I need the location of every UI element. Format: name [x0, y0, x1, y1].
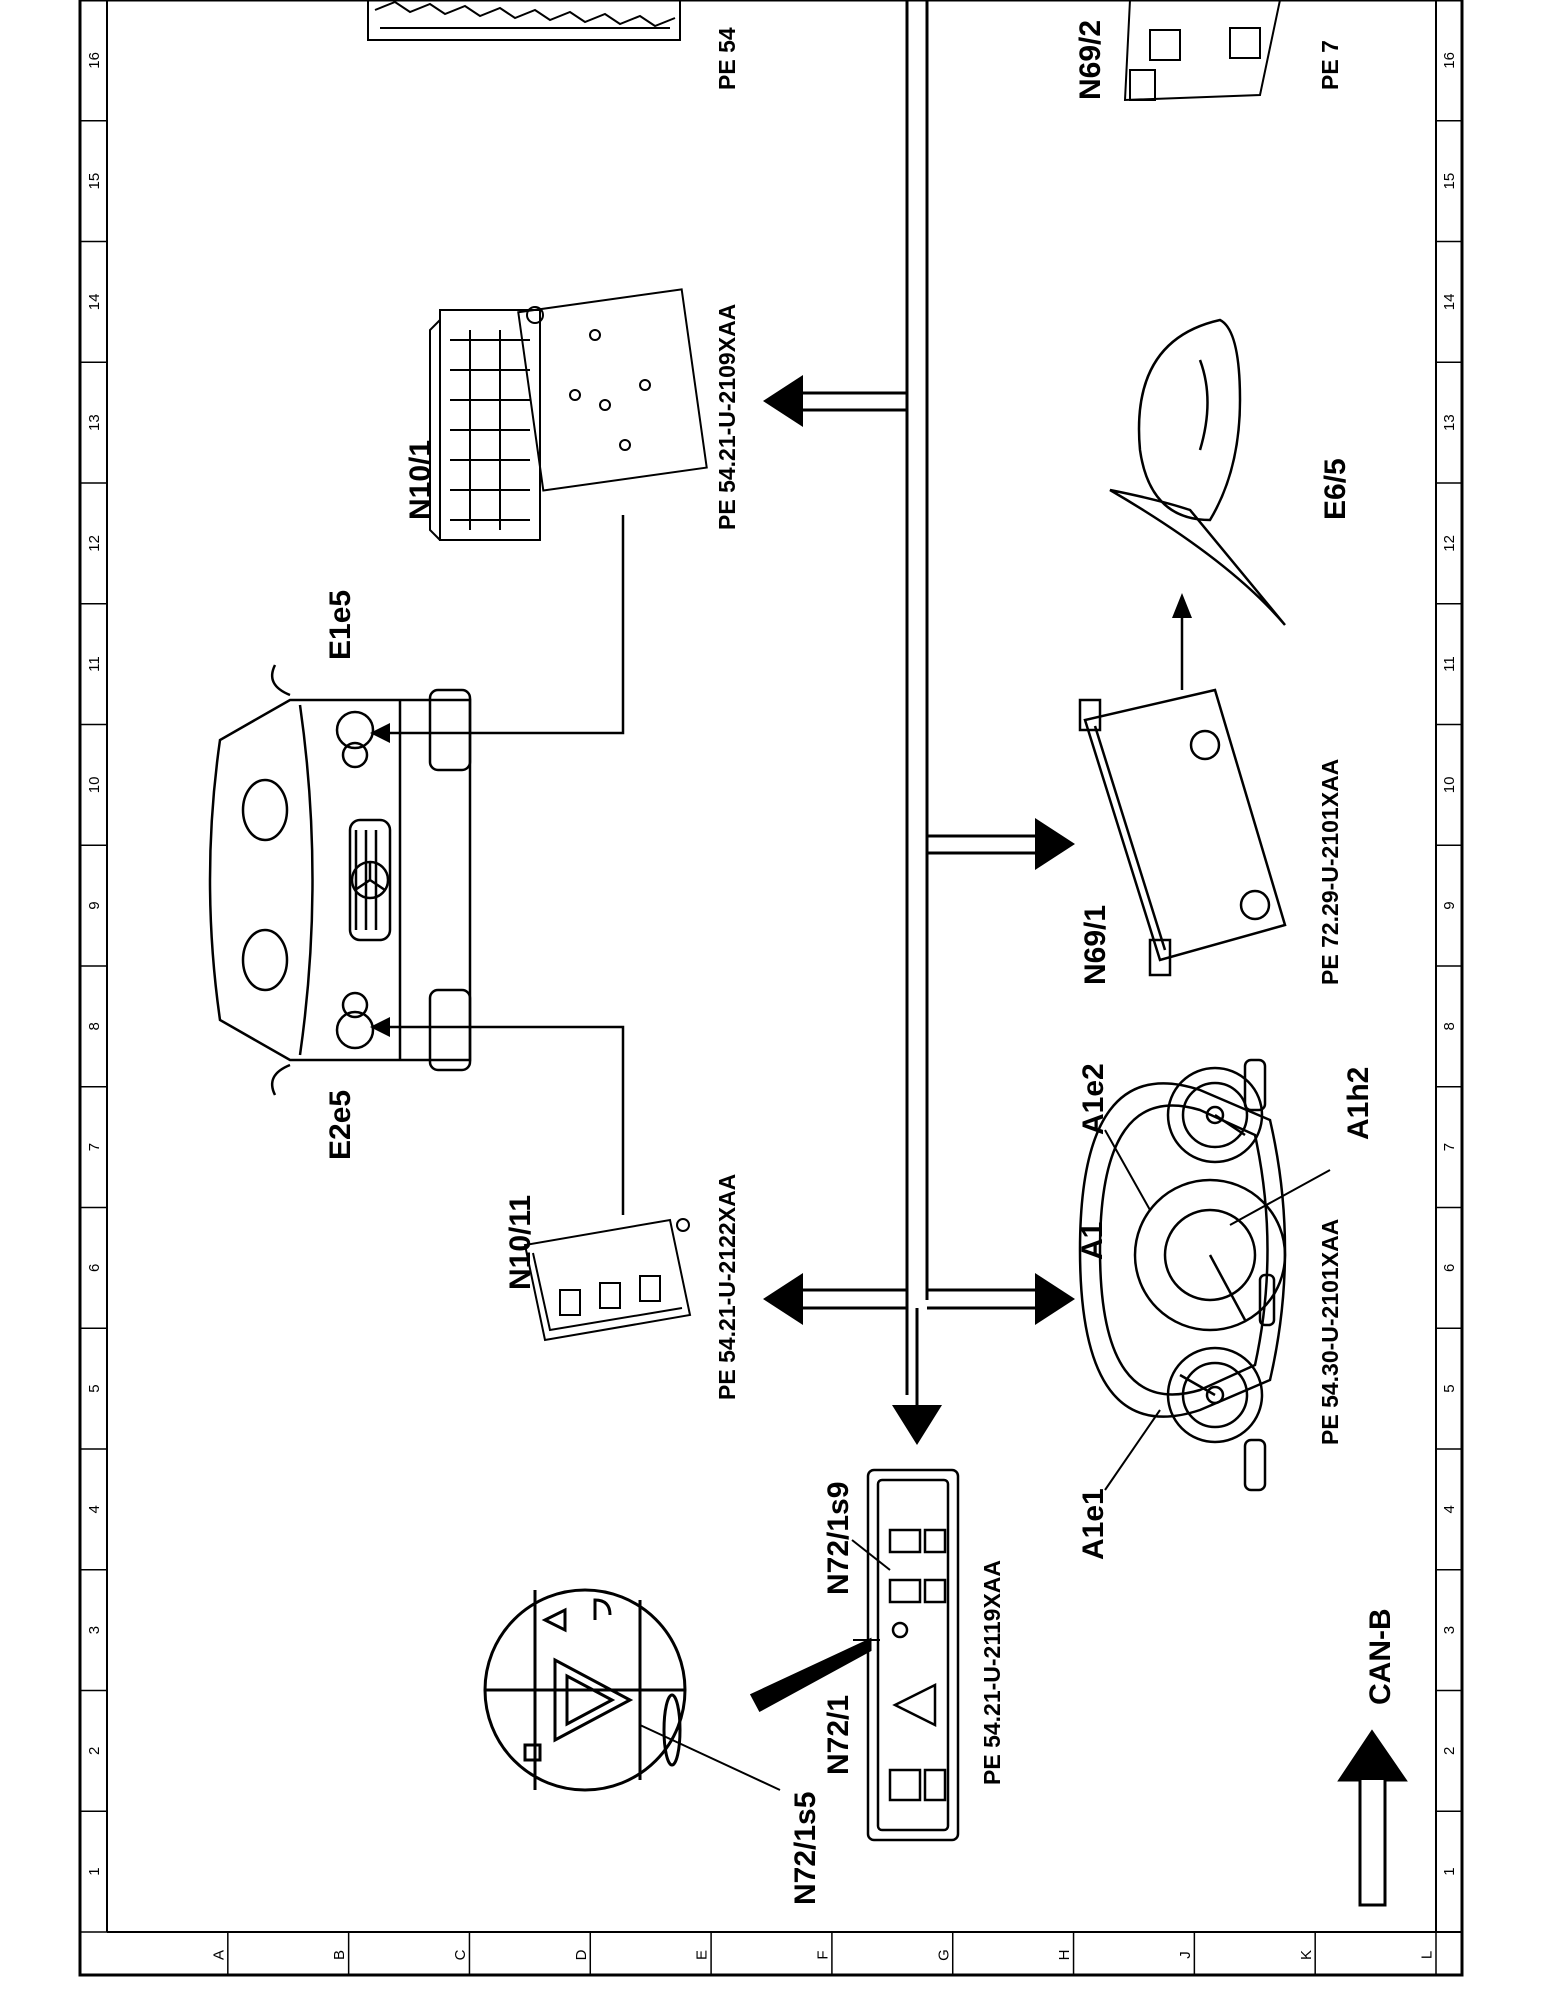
- ref-n10-1: PE 54.21-U-2109XAA: [714, 304, 740, 530]
- grid-row-label: L: [1419, 1951, 1436, 1959]
- n72-1s5-zoom-detail: [483, 1588, 872, 1792]
- grid-column-label: 7: [86, 1143, 103, 1151]
- label-n10-11: N10/11: [504, 1195, 537, 1290]
- ref-n10-11: PE 54.21-U-2122XAA: [714, 1174, 740, 1400]
- a1-instrument-cluster-illustration: [1078, 1058, 1287, 1492]
- ref-top-unit: PE 54: [714, 27, 740, 90]
- grid-column-label: 11: [1441, 656, 1458, 672]
- grid-column-label: 3: [86, 1626, 103, 1634]
- vehicle-front-illustration: [208, 664, 472, 1096]
- label-n69-1: N69/1: [1079, 905, 1112, 985]
- e6-5-illustration: [1109, 318, 1286, 626]
- grid-column-label: 8: [1441, 1022, 1458, 1030]
- grid-column-label: 12: [86, 535, 103, 552]
- grid-row-label: E: [694, 1950, 711, 1960]
- ref-n69-2: PE 7: [1317, 40, 1343, 90]
- label-n72-1s5: N72/1s5: [789, 1792, 822, 1905]
- arrow-to-n10-1: [763, 375, 803, 427]
- grid-column-label: 10: [86, 777, 103, 794]
- grid-row-label: B: [331, 1950, 348, 1960]
- grid-column-label: 8: [86, 1022, 103, 1030]
- grid-column-label: 4: [86, 1505, 103, 1513]
- grid-column-label: 1: [86, 1867, 103, 1875]
- grid-column-label: 5: [86, 1384, 103, 1392]
- label-a1e2: A1e2: [1077, 1063, 1110, 1135]
- ref-a1: PE 54.30-U-2101XAA: [1317, 1219, 1343, 1445]
- grid-column-label: 4: [1441, 1505, 1458, 1513]
- arrow-to-a1: [1035, 1273, 1075, 1325]
- component-labels: N10/1 PE 54.21-U-2109XAA E1e5 E2e5 N10/1…: [324, 20, 1375, 1905]
- label-a1h2: A1h2: [1342, 1067, 1375, 1140]
- grid-row-label: A: [210, 1950, 227, 1960]
- label-e2e5: E2e5: [324, 1090, 357, 1160]
- grid-column-label: 3: [1441, 1626, 1458, 1634]
- grid-column-label: 11: [86, 656, 103, 672]
- grid-column-label: 10: [1441, 777, 1458, 794]
- label-n10-1: N10/1: [404, 440, 437, 520]
- grid-row-label: J: [1177, 1951, 1194, 1959]
- grid-column-label: 12: [1441, 535, 1458, 552]
- grid-column-label: 1: [1441, 1867, 1458, 1875]
- grid-column-label: 14: [1441, 294, 1458, 311]
- ref-n72-1: PE 54.21-U-2119XAA: [979, 1560, 1005, 1785]
- legend-can-b: CAN-B: [1337, 1608, 1408, 1907]
- label-e1e5: E1e5: [324, 590, 357, 660]
- signal-lines: [382, 515, 1184, 1215]
- arrow-to-n72-1: [892, 1405, 942, 1445]
- arrow-to-n69-1: [1035, 818, 1075, 870]
- grid-row-label: K: [1298, 1950, 1315, 1960]
- arrow-to-e2e5: [370, 1017, 390, 1037]
- grid-column-label: 7: [1441, 1143, 1458, 1151]
- grid-column-label: 9: [86, 901, 103, 909]
- label-a1e1: A1e1: [1077, 1488, 1110, 1560]
- grid-column-label: 16: [86, 52, 103, 69]
- n10-1-illustration: [429, 288, 708, 541]
- top-unit-illustration: [367, 0, 681, 41]
- grid-row-label: D: [573, 1949, 590, 1960]
- ref-n69-1: PE 72.29-U-2101XAA: [1317, 759, 1343, 985]
- n69-2-illustration: [1123, 0, 1281, 102]
- grid-column-label: 13: [86, 414, 103, 431]
- grid-column-label: 15: [86, 173, 103, 190]
- label-n72-1s9: N72/1s9: [822, 1482, 855, 1595]
- grid-column-label: 15: [1441, 173, 1458, 190]
- grid-column-label: 2: [1441, 1747, 1458, 1755]
- arrow-to-e6-5: [1172, 593, 1192, 618]
- n10-11-illustration: [523, 1218, 692, 1342]
- grid-column-label: 16: [1441, 52, 1458, 69]
- label-n72-1: N72/1: [822, 1695, 855, 1775]
- arrow-to-e1e5: [370, 723, 390, 743]
- drawing-frame: [78, 0, 1464, 1977]
- grid-row-label: F: [815, 1950, 832, 1959]
- grid-column-label: 14: [86, 294, 103, 311]
- grid-column-label: 13: [1441, 414, 1458, 431]
- leader-lines: [639, 1129, 1331, 1791]
- grid-column-label: 9: [1441, 901, 1458, 909]
- grid-row-label: H: [1056, 1950, 1073, 1961]
- arrow-to-n10-11: [763, 1273, 803, 1325]
- can-bus-lines: [800, 0, 1035, 1405]
- legend-label: CAN-B: [1364, 1608, 1397, 1705]
- label-a1: A1: [1076, 1222, 1109, 1260]
- bus-arrowheads: [763, 375, 1075, 1445]
- grid-column-label: 2: [86, 1747, 103, 1755]
- label-n69-2: N69/2: [1074, 20, 1107, 100]
- grid-column-label: 6: [1441, 1264, 1458, 1272]
- grid-column-label: 5: [1441, 1384, 1458, 1392]
- label-e6-5: E6/5: [1319, 458, 1352, 520]
- grid-column-label: 6: [86, 1264, 103, 1272]
- n69-1-illustration: [1078, 688, 1287, 977]
- grid-row-label: G: [935, 1949, 952, 1961]
- grid-row-label: C: [452, 1949, 469, 1960]
- n72-1-switch-panel-illustration: [866, 1468, 960, 1842]
